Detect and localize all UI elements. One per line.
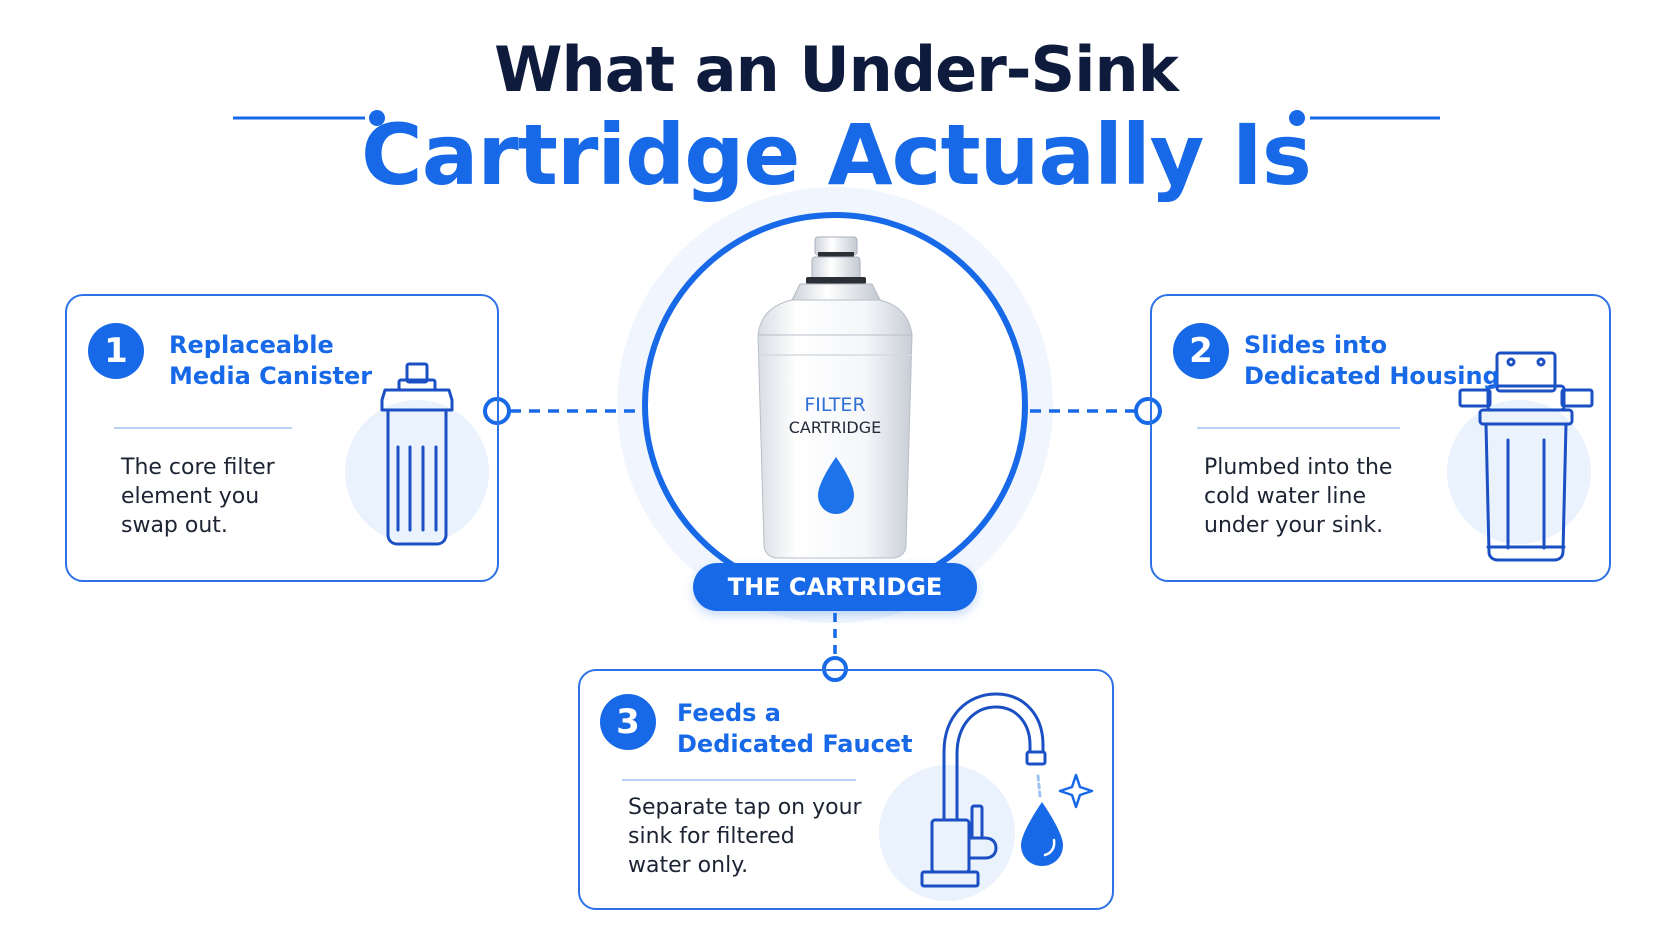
card-feeds-a-dedicated-faucet: 3 Feeds a Dedicated Faucet Separate tap … — [578, 669, 1114, 910]
title-decoration-left — [233, 110, 385, 126]
card-description: The core filter element you swap out. — [121, 455, 275, 538]
title-decoration-right — [1289, 110, 1440, 126]
card-replaceable-media-canister: 1 Replaceable Media Canister The core fi… — [65, 294, 499, 582]
filter-housing-icon — [1458, 351, 1594, 562]
card-slides-into-dedicated-housing: 2 Slides into Dedicated Housing Plumbed … — [1150, 294, 1611, 582]
connector-left — [483, 397, 640, 425]
card-number-badge: 1 — [88, 323, 144, 379]
card-description: Plumbed into the cold water line under y… — [1204, 455, 1393, 538]
card-number-badge: 3 — [600, 694, 656, 750]
cartridge-label-cartridge: CARTRIDGE — [788, 418, 882, 437]
cartridge-drop-icon — [818, 457, 854, 514]
cartridge-illustration — [757, 236, 913, 559]
card-description: Separate tap on your sink for filtered w… — [628, 795, 862, 878]
card-divider — [1197, 427, 1400, 429]
title-line-1: What an Under-Sink — [494, 33, 1179, 106]
card-divider — [622, 779, 856, 781]
cartridge-label-filter: FILTER — [804, 394, 866, 416]
the-cartridge-pill: THE CARTRIDGE — [693, 563, 977, 611]
card-title: Replaceable Media Canister — [169, 331, 373, 390]
sparkle-icon — [1058, 773, 1094, 809]
faucet-icon — [920, 692, 1047, 888]
card-title: Slides into Dedicated Housing — [1244, 331, 1500, 390]
title-line-2: Cartridge Actually Is — [361, 106, 1312, 204]
card-title: Feeds a Dedicated Faucet — [677, 699, 913, 758]
card-divider — [114, 427, 292, 429]
card-number-badge: 2 — [1173, 323, 1229, 379]
connector-right — [1030, 397, 1162, 425]
filter-canister-icon — [380, 362, 454, 546]
